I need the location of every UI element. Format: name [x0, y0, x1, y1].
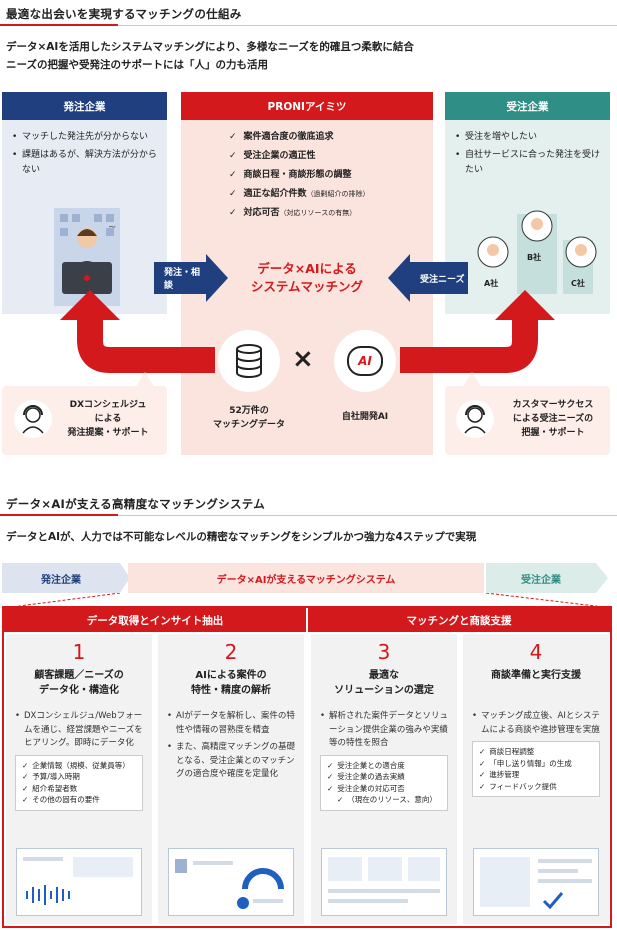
dashed-connectors [3, 593, 613, 609]
flow-system: データ×AIが支えるマッチングシステム [128, 563, 484, 593]
flow-vendor: 受注企業 [486, 563, 596, 593]
proni-features: 案件適合度の徹底追求 受注企業の適正性 商談日程・商談形態の調整 適正な紹介件数… [181, 120, 433, 223]
step-title: 最適なソリューションの選定 [334, 670, 434, 696]
matching-title: データ×AIによる システムマッチング [250, 261, 364, 294]
divider [0, 25, 617, 26]
section-data-insight: データ取得とインサイト抽出 [4, 608, 306, 632]
feature-note: （対応リソースの有無） [279, 209, 357, 217]
order-arrow-head [206, 254, 228, 302]
flow-arrows [60, 290, 555, 373]
lead-line-2: ニーズの把握や受発注のサポートには「人」の力も活用 [6, 59, 268, 71]
headset-person-icon [14, 400, 52, 438]
step-number: 1 [72, 640, 86, 664]
flow-chevron [120, 563, 130, 593]
office-worker-illustration: ~ [54, 208, 120, 306]
client-title: 発注企業 [2, 92, 167, 120]
list-item: マッチした発注先が分からない [12, 130, 157, 145]
concierge-text: DXコンシェルジュ による 発注提案・サポート [67, 400, 149, 438]
step-number: 4 [529, 640, 543, 664]
client-needs-list: マッチした発注先が分からない 課題はあるが、解決方法が分からない [2, 120, 167, 178]
divider [0, 515, 617, 516]
list-item: 適正な紹介件数（過剰紹介の排除） [229, 185, 433, 204]
step-number: 3 [377, 640, 391, 664]
section2-lead: データとAIが、人力では不可能なレベルの精密なマッチングをシンプルかつ強力な4ス… [6, 531, 477, 543]
database-circle [218, 330, 280, 392]
selection-screen-illustration [321, 848, 447, 916]
step-title: AIによる案件の特性・精度の解析 [191, 670, 271, 696]
ai-cloud-icon: AI [347, 346, 383, 376]
flow-chevron [596, 563, 608, 593]
list-item: 商談日程・商談形態の調整 [229, 166, 433, 185]
bubble-tail [462, 372, 482, 388]
svg-text:~: ~ [108, 222, 116, 233]
times-symbol: × [292, 344, 314, 374]
support-screen-illustration [473, 848, 599, 916]
divider-accent [0, 514, 118, 516]
step-title: 顧客課題／ニーズのデータ化・構造化 [34, 670, 124, 696]
step-description: DXコンシェルジュ/Webフォームを通じ、経営課題やニーズをヒアリング。即時にデ… [6, 710, 152, 751]
section1-lead: データ×AIを活用したシステムマッチングにより、多様なニーズを的確且つ柔軟に結合… [6, 38, 414, 74]
step-number: 2 [224, 640, 238, 664]
flow-client: 発注企業 [2, 563, 120, 593]
vendor-arrow-head [388, 254, 410, 302]
bubble-tail [135, 372, 155, 388]
hearing-screen-illustration [16, 848, 142, 916]
database-icon [236, 344, 262, 379]
step-checklist: 企業情報（規模、従業員等）予算/導入時期紹介希望者数その他の固有の要件 [15, 754, 143, 811]
steps-frame [2, 606, 612, 928]
ai-caption: 自社開発AI [341, 412, 389, 422]
feature-note: （過剰紹介の排除） [306, 190, 370, 198]
list-item: 対応可否（対応リソースの有無） [229, 204, 433, 223]
step-title: 商談準備と実行支援 [491, 670, 581, 681]
company-c-label: C社 [571, 279, 585, 288]
ai-circle: AI [334, 330, 396, 392]
vendor-title: 受注企業 [445, 92, 610, 120]
list-item: 案件適合度の徹底追求 [229, 128, 433, 147]
company-a-label: A社 [484, 279, 499, 288]
section1-heading: 最適な出会いを実現するマッチングの仕組み [6, 7, 242, 21]
analysis-screen-illustration [168, 848, 294, 916]
vendor-arrow: 受注ニーズ [410, 262, 468, 294]
vendor-needs-list: 受注を増やしたい 自社サービスに合った発注を受けたい [445, 120, 610, 178]
step-description: マッチング成立後、AIとシステムによる商談や進捗管理を実施 [463, 710, 609, 737]
headset-person-icon [456, 400, 494, 438]
step-checklist: 商談日程調整「申し送り情報」の生成進捗管理フィードバック提供 [472, 741, 600, 797]
lead-line-1: データ×AIを活用したシステムマッチングにより、多様なニーズを的確且つ柔軟に結合 [6, 41, 414, 53]
list-item: 自社サービスに合った発注を受けたい [455, 148, 600, 178]
order-arrow: 発注・相談 [154, 262, 206, 294]
success-text: カスタマーサクセス による受注ニーズの 把握・サポート [512, 400, 594, 438]
proni-title: PRONIアイミツ [181, 92, 433, 120]
step-description: 解析された案件データとソリューション提供企業の強みや実績等の特性を照合 [311, 710, 457, 751]
step-checklist: 受注企業との適合度受注企業の過去実績受注企業の対応可否（現在のリソース、意向） [320, 754, 448, 811]
db-caption: 52万件の マッチングデータ [212, 406, 285, 430]
list-item: 課題はあるが、解決方法が分からない [12, 148, 157, 178]
list-item: 受注企業の適正性 [229, 147, 433, 166]
vendor-column: 受注企業 受注を増やしたい 自社サービスに合った発注を受けたい A社 B社 C社 [445, 92, 610, 314]
vendor-companies-illustration [477, 210, 597, 294]
client-column: 発注企業 マッチした発注先が分からない 課題はあるが、解決方法が分からない ~ [2, 92, 167, 314]
step-card-4: 4 商談準備と実行支援 マッチング成立後、AIとシステムによる商談や進捗管理を実… [463, 634, 609, 924]
section-matching: マッチングと商談支援 [308, 608, 610, 632]
list-item: 受注を増やしたい [455, 130, 600, 145]
section2-heading: データ×AIが支える高精度なマッチングシステム [6, 497, 266, 511]
company-b-label: B社 [527, 253, 542, 262]
divider-accent [0, 24, 118, 26]
step-description: AIがデータを解析し、案件の特性や情報の習熟度を精査また、高精度マッチングの基礎… [158, 710, 304, 782]
